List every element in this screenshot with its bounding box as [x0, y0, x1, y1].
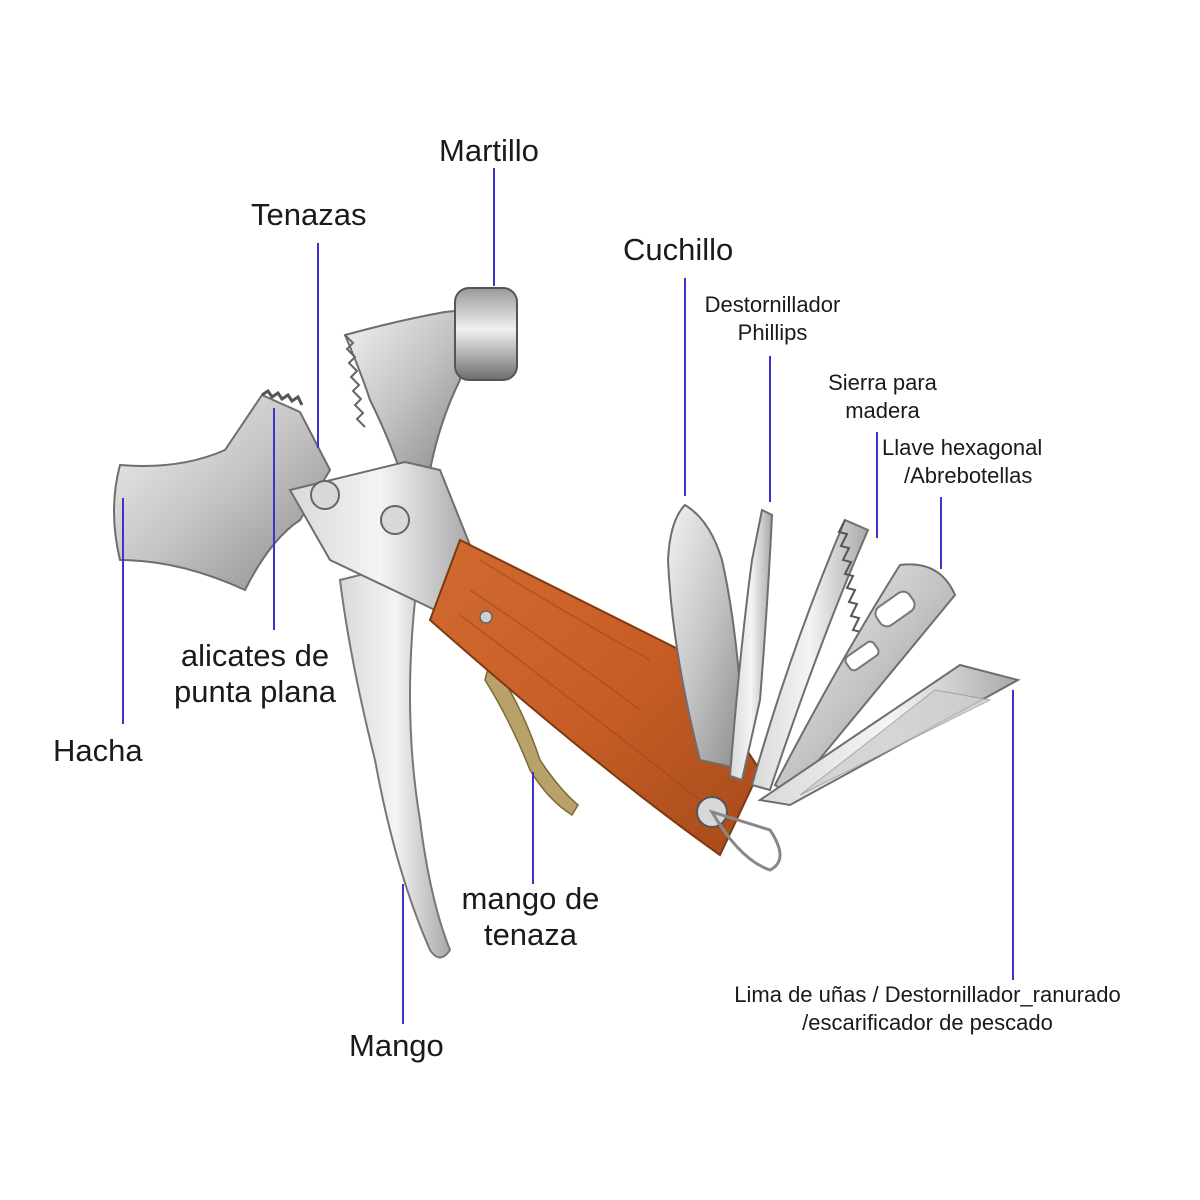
label-mango: Mango — [349, 1028, 444, 1063]
label-sierra-madera: Sierra para madera — [815, 370, 950, 424]
leader-mango-tenaza — [532, 772, 534, 884]
label-lima-line2: /escarificador de pescado — [802, 1010, 1053, 1036]
leader-lima — [1012, 690, 1014, 980]
label-lima-line1: Lima de uñas / Destornillador_ranurado — [734, 982, 1121, 1007]
leader-cuchillo — [684, 278, 686, 496]
hex-wrench-bottle-opener — [773, 563, 957, 797]
label-mango-tenaza-line2: tenaza — [483, 916, 578, 952]
label-cuchillo: Cuchillo — [623, 232, 734, 267]
leader-destornillador — [769, 356, 771, 502]
leader-tenazas — [317, 243, 319, 448]
leader-alicates — [273, 408, 275, 630]
label-hacha: Hacha — [53, 733, 143, 768]
label-alicates-line1: alicates de — [180, 638, 330, 673]
keyring-loop — [708, 809, 782, 872]
leader-mango — [402, 884, 404, 1024]
label-tenazas: Tenazas — [251, 197, 367, 232]
label-alicates-punta-plana: alicates de punta plana — [155, 638, 355, 709]
axe-teeth — [261, 388, 304, 406]
phillips-screwdriver — [728, 508, 774, 782]
leader-sierra — [876, 432, 878, 538]
label-destornillador-line1: Destornillador — [704, 292, 841, 317]
hammer-body — [343, 308, 467, 471]
label-destornillador-line2: Phillips — [737, 320, 808, 346]
label-alicates-line2: punta plana — [173, 673, 337, 709]
hammer-head — [454, 287, 518, 381]
label-lima-destornillador-escarificador: Lima de uñas / Destornillador_ranurado /… — [700, 982, 1155, 1036]
hammer-claw-teeth — [344, 334, 366, 428]
label-mango-tenaza-line1: mango de — [461, 881, 600, 916]
axe-head — [113, 393, 332, 592]
label-sierra-line1: Sierra para — [828, 370, 937, 395]
leader-llave — [940, 497, 942, 569]
label-llave-line1: Llave hexagonal — [882, 435, 1043, 460]
leader-martillo — [493, 168, 495, 286]
plier-handle-spring — [484, 658, 579, 817]
label-mango-tenaza: mango de tenaza — [443, 881, 618, 952]
label-martillo: Martillo — [439, 133, 539, 168]
plier-handle — [338, 558, 452, 959]
leader-hacha — [122, 498, 124, 724]
label-sierra-line2: madera — [845, 398, 920, 424]
label-destornillador-phillips: Destornillador Phillips — [690, 292, 855, 346]
label-llave-abrebotellas: Llave hexagonal /Abrebotellas — [882, 435, 1042, 489]
wood-saw — [750, 518, 870, 792]
label-llave-line2: /Abrebotellas — [904, 463, 1033, 489]
